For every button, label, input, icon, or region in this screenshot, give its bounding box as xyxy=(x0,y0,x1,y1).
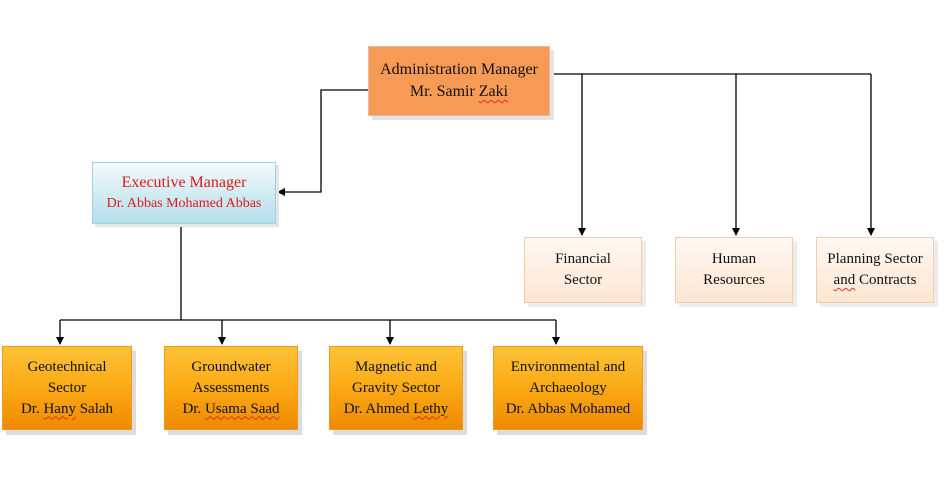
human-resources-box[interactable]: Human Resources xyxy=(675,237,793,303)
executive-manager-box[interactable]: Executive Manager Dr. Abbas Mohamed Abba… xyxy=(92,162,276,224)
environmental-line2: Archaeology xyxy=(529,379,607,396)
groundwater-assessments-box[interactable]: Groundwater Assessments Dr. Usama Saad xyxy=(164,346,298,430)
admin-name: Mr. Samir Zaki xyxy=(409,83,509,100)
executive-name: Dr. Abbas Mohamed Abbas xyxy=(106,196,262,211)
environmental-head: Dr. Abbas Mohamed xyxy=(505,400,631,417)
executive-title: Executive Manager xyxy=(121,174,247,191)
groundwater-line2: Assessments xyxy=(192,379,270,396)
geotechnical-line1: Geotechnical xyxy=(27,358,107,375)
financial-sector-box[interactable]: Financial Sector xyxy=(524,237,642,303)
connector-admin-to-executive xyxy=(277,89,368,196)
magnetic-line2: Gravity Sector xyxy=(352,379,440,396)
geotechnical-head: Dr. Hany Salah xyxy=(20,400,114,417)
environmental-archaeology-box[interactable]: Environmental and Archaeology Dr. Abbas … xyxy=(493,346,643,430)
human-line2: Resources xyxy=(703,272,765,288)
planning-line1: Planning Sector xyxy=(827,251,923,267)
magnetic-line1: Magnetic and xyxy=(354,358,438,375)
magnetic-gravity-sector-box[interactable]: Magnetic and Gravity Sector Dr. Ahmed Le… xyxy=(329,346,463,430)
planning-line2: and Contracts xyxy=(833,272,917,288)
geotechnical-sector-box[interactable]: Geotechnical Sector Dr. Hany Salah xyxy=(2,346,132,430)
magnetic-head: Dr. Ahmed Lethy xyxy=(343,400,449,417)
administration-manager-box[interactable]: Administration Manager Mr. Samir Zaki xyxy=(368,46,550,116)
groundwater-line1: Groundwater xyxy=(191,358,271,375)
planning-sector-box[interactable]: Planning Sector and Contracts xyxy=(816,237,934,303)
environmental-line1: Environmental and xyxy=(510,358,626,375)
admin-title: Administration Manager xyxy=(380,61,538,78)
financial-line1: Financial xyxy=(555,251,611,267)
groundwater-head: Dr. Usama Saad xyxy=(182,400,280,417)
financial-line2: Sector xyxy=(563,272,603,288)
human-line1: Human xyxy=(711,251,757,267)
geotechnical-line2: Sector xyxy=(47,379,87,396)
